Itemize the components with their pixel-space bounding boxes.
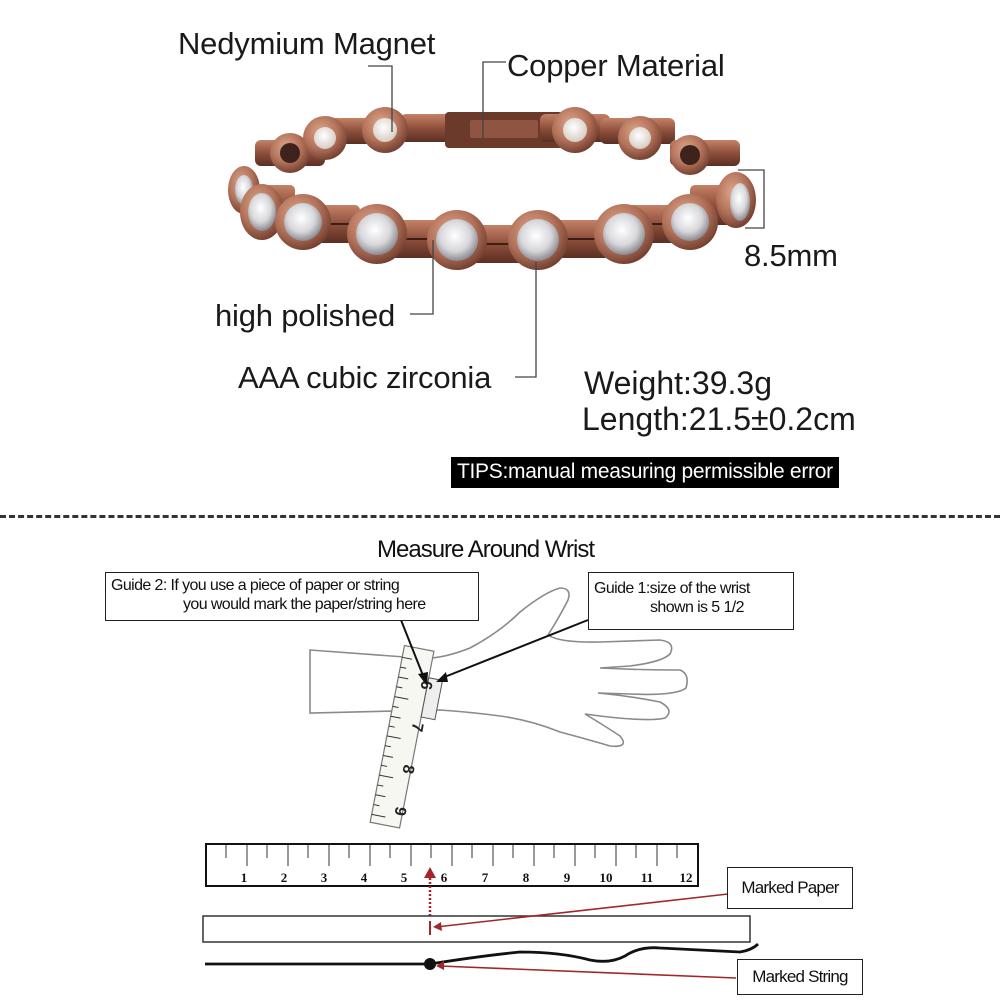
guide-1-line-1: Guide 1:size of the wrist <box>594 580 750 597</box>
svg-text:2: 2 <box>281 870 288 885</box>
svg-text:12: 12 <box>680 870 693 885</box>
guide-2-callout: Guide 2: If you use a piece of paper or … <box>105 572 479 621</box>
svg-text:9: 9 <box>564 870 571 885</box>
product-section: Nedymium Magnet Copper Material 8.5mm hi… <box>178 26 856 488</box>
guide-2-line-1: Guide 2: If you use a piece of paper or … <box>111 577 400 594</box>
svg-text:8: 8 <box>523 870 530 885</box>
copper-bracelet-image <box>228 61 765 378</box>
spec-length: Length:21.5±0.2cm <box>582 401 856 437</box>
svg-text:5: 5 <box>401 870 408 885</box>
svg-text:4: 4 <box>361 870 368 885</box>
tips-banner: TIPS:manual measuring permissible error <box>451 457 839 488</box>
callout-stone: AAA cubic zirconia <box>238 360 492 395</box>
spec-weight: Weight:39.3g <box>584 365 772 401</box>
svg-text:10: 10 <box>600 870 613 885</box>
svg-text:8: 8 <box>398 763 416 775</box>
measure-section: Measure Around Wrist 6 7 8 <box>0 520 1000 1000</box>
marked-paper-label: Marked Paper <box>727 867 853 909</box>
section-divider <box>0 515 1000 518</box>
guide-2-line-2: you would mark the paper/string here <box>183 596 426 613</box>
svg-text:3: 3 <box>321 870 328 885</box>
callout-finish: high polished <box>215 298 396 333</box>
svg-text:9: 9 <box>390 805 408 817</box>
callout-width: 8.5mm <box>744 238 838 273</box>
svg-text:6: 6 <box>416 679 434 691</box>
guide-1-line-2: shown is 5 1/2 <box>650 599 744 616</box>
callout-material: Copper Material <box>507 48 725 83</box>
callout-magnet: Nedymium Magnet <box>178 26 436 61</box>
svg-text:1: 1 <box>241 870 248 885</box>
svg-text:6: 6 <box>441 870 448 885</box>
wrist-hand-illustration: 6 7 8 9 1 2 3 4 <box>202 587 759 979</box>
svg-text:7: 7 <box>482 870 489 885</box>
svg-text:11: 11 <box>641 870 653 885</box>
svg-text:7: 7 <box>407 721 425 733</box>
measure-title: Measure Around Wrist <box>377 536 595 563</box>
guide-1-callout: Guide 1:size of the wrist shown is 5 1/2 <box>588 572 794 630</box>
marked-string-label: Marked String <box>737 959 863 995</box>
